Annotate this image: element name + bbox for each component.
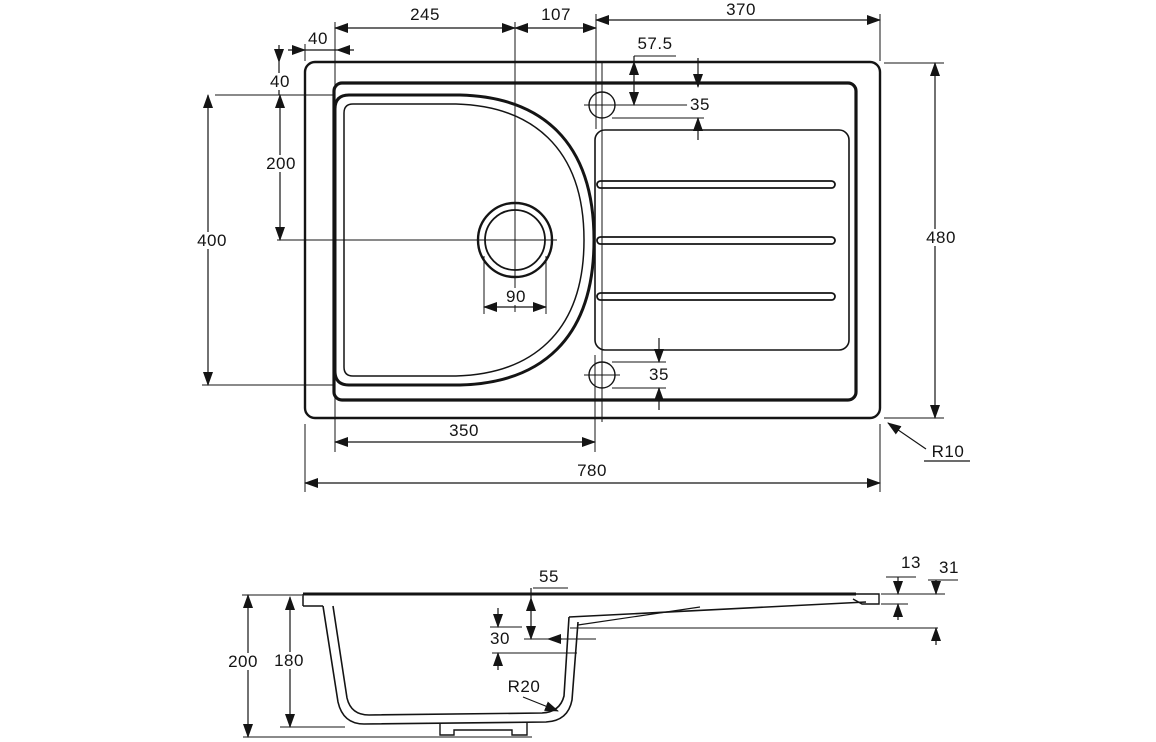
dim-label-35-top: 35 [687, 96, 713, 113]
dim-label-r20: R20 [507, 677, 541, 696]
dim-label-57-5: 57.5 [637, 34, 673, 53]
dim-label-780: 780 [577, 461, 607, 480]
dim-label-40-left: 40 [267, 73, 293, 90]
dim-label-245: 245 [410, 5, 440, 24]
dim-label-180: 180 [271, 652, 307, 669]
dim-label-35-bottom: 35 [646, 366, 672, 383]
drainer-grooves [596, 180, 836, 301]
dim-label-13: 13 [901, 553, 921, 572]
bowl-outer-edge [333, 93, 596, 387]
section-extension-lines [242, 576, 958, 738]
bowl-inner-edge [343, 103, 585, 377]
dim-label-370: 370 [726, 0, 756, 19]
drainer-taper-line [577, 606, 701, 626]
dim-label-480: 480 [923, 229, 959, 246]
drainer-panel [594, 129, 850, 351]
dim-label-350: 350 [449, 421, 479, 440]
plan-centerlines [277, 22, 620, 422]
drainer-surface-section [568, 601, 867, 618]
section-profile [302, 592, 938, 736]
dim-label-30: 30 [487, 630, 513, 647]
dim-label-90: 90 [503, 288, 529, 305]
dim-label-200-section: 200 [225, 653, 261, 670]
plan-extension-lines [202, 14, 944, 492]
section-right-edge-lip [852, 593, 880, 605]
drainer-groove [596, 180, 836, 189]
dim-label-200-plan: 200 [263, 155, 299, 172]
dim-label-40-top: 40 [308, 29, 328, 48]
dim-label-55: 55 [539, 567, 559, 586]
dim-label-400: 400 [194, 232, 230, 249]
section-dimension-lines [243, 577, 941, 738]
drainer-groove [596, 236, 836, 245]
bowl-wall-outer [322, 605, 579, 725]
drainer-groove [596, 292, 836, 301]
waste-boss [439, 723, 528, 736]
dim-label-31: 31 [939, 558, 959, 577]
dim-label-107: 107 [541, 5, 571, 24]
dim-label-r10: R10 [931, 442, 965, 461]
bowl-wall-inner [332, 605, 570, 716]
